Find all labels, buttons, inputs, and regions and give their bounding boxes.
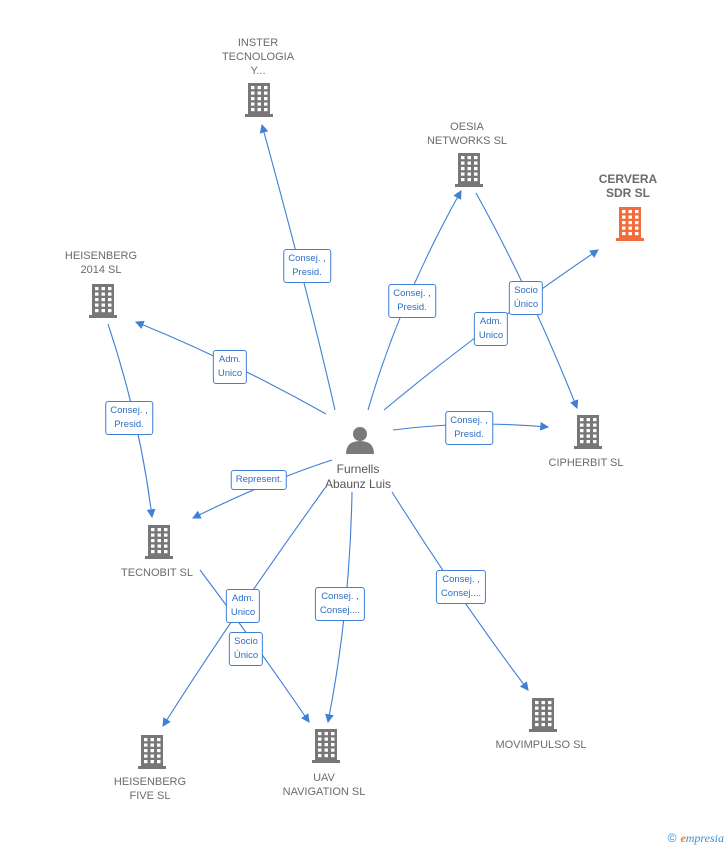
brand-logo: ©empresia xyxy=(668,831,724,846)
relation-label-center-movimpulso[interactable]: Consej. , Consej.... xyxy=(435,570,487,604)
relation-label-center-oesia[interactable]: Consej. , Presid. xyxy=(388,284,436,318)
relation-label-center-tecnobit[interactable]: Represent. xyxy=(230,470,288,490)
building-icon-tecnobit[interactable] xyxy=(145,525,173,559)
relation-label-tecnobit-uav[interactable]: Socio Único xyxy=(228,632,264,666)
person-icon[interactable] xyxy=(346,427,374,454)
edge-center-inster xyxy=(259,123,336,411)
relation-label-center-heisenberg2014[interactable]: Adm. Unico xyxy=(212,350,248,384)
relation-label-center-inster[interactable]: Consej. , Presid. xyxy=(283,249,331,283)
company-name-oesia[interactable]: OESIA NETWORKS SL xyxy=(426,121,508,147)
company-name-movimpulso[interactable]: MOVIMPULSO SL xyxy=(495,739,587,751)
building-icon-heisenberg2014[interactable] xyxy=(89,284,117,318)
brand-initial: e xyxy=(680,831,686,845)
relation-label-center-uav[interactable]: Consej. , Consej.... xyxy=(314,587,366,621)
relation-label-center-cipherbit[interactable]: Consej. , Presid. xyxy=(445,411,493,445)
company-name-uav[interactable]: UAV NAVIGATION SL xyxy=(282,772,366,798)
copyright-icon: © xyxy=(667,831,677,845)
relation-label-heisenberg2014-tecnobit[interactable]: Consej. , Presid. xyxy=(105,401,153,435)
company-name-heisenbergfive[interactable]: HEISENBERG FIVE SL xyxy=(113,776,187,802)
building-icon-uav[interactable] xyxy=(312,729,340,763)
company-name-heisenberg2014[interactable]: HEISENBERG 2014 SL xyxy=(64,250,138,276)
company-name-inster[interactable]: INSTER TECNOLOGIA Y... xyxy=(221,37,295,77)
building-icon-cipherbit[interactable] xyxy=(574,415,602,449)
relation-label-center-cervera[interactable]: Adm. Unico xyxy=(473,312,509,346)
building-icon-heisenbergfive[interactable] xyxy=(138,735,166,769)
person-name[interactable]: Furnells Abaunz Luis xyxy=(324,462,392,491)
building-icon-movimpulso[interactable] xyxy=(529,698,557,732)
company-name-tecnobit[interactable]: TECNOBIT SL xyxy=(121,567,193,579)
company-name-cipherbit[interactable]: CIPHERBIT SL xyxy=(548,457,624,469)
brand-name: mpresia xyxy=(685,831,724,845)
relation-label-center-heisenbergfive[interactable]: Adm. Unico xyxy=(225,589,261,623)
building-icon-inster[interactable] xyxy=(245,83,273,117)
building-icon-cervera[interactable] xyxy=(616,207,644,241)
relation-label-oesia-cipherbit[interactable]: Socio Único xyxy=(508,281,544,315)
company-name-cervera[interactable]: CERVERA SDR SL xyxy=(598,172,658,200)
building-icon-oesia[interactable] xyxy=(455,153,483,187)
